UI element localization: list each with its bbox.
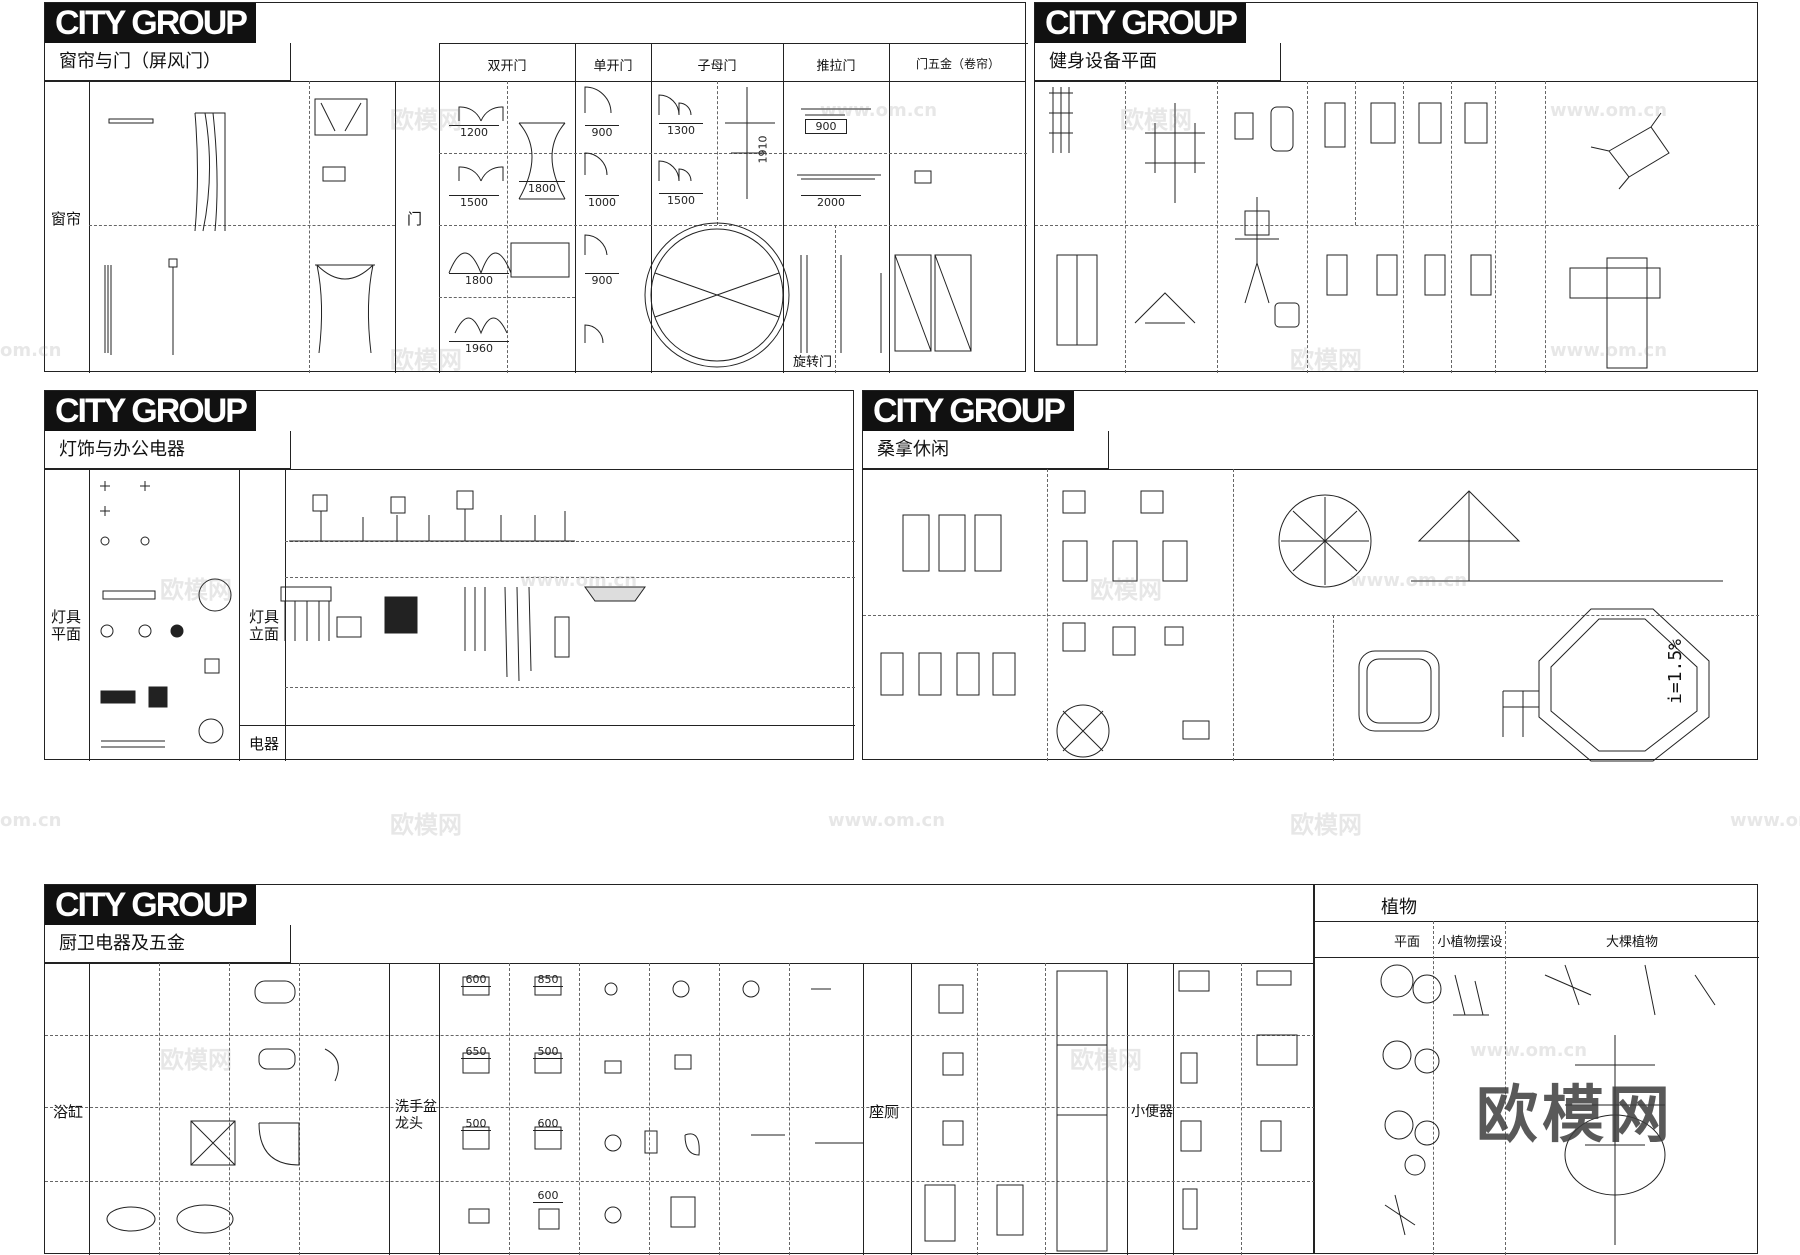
label-basin: 洗手盆 龙头 xyxy=(395,1099,437,1132)
col-double-door: 双开门 xyxy=(487,59,527,74)
dim: 900 xyxy=(585,273,619,287)
dim: 1500 xyxy=(449,195,499,209)
watermark: om.cn xyxy=(0,340,62,361)
lighting-drawings xyxy=(100,481,646,748)
panel-plants: 植物 平面 小植物摆设 大棵植物 xyxy=(1314,884,1759,1255)
sauna-drawings xyxy=(880,490,1723,762)
dim: 650 xyxy=(461,1045,491,1059)
watermark-large: 欧模网 xyxy=(1476,1078,1675,1151)
city-group-logo: CITY GROUP xyxy=(1035,3,1246,43)
dim: 1800 xyxy=(449,273,509,287)
watermark: 欧模网 xyxy=(390,106,462,134)
watermark: 欧模网 xyxy=(390,811,462,839)
city-group-logo: CITY GROUP xyxy=(863,391,1074,431)
col-sliding-door: 推拉门 xyxy=(816,59,856,74)
watermark: 欧模网 xyxy=(390,346,462,374)
col-small-plants: 小植物摆设 xyxy=(1437,935,1503,950)
slope-label: i=1.5% xyxy=(1665,638,1687,705)
label-appliances: 电器 xyxy=(249,735,280,753)
dim: 2000 xyxy=(801,195,861,209)
dim: 1910 xyxy=(756,135,770,164)
watermark: 欧模网 xyxy=(160,576,232,604)
dim: 500 xyxy=(461,1117,491,1131)
watermark: www.om.cn xyxy=(828,810,946,831)
col-hardware: 门五金（卷帘） xyxy=(915,57,1000,71)
watermark: 欧模网 xyxy=(1090,576,1162,604)
watermark: www.om.cn xyxy=(1730,810,1800,831)
watermark: www.om.cn xyxy=(1470,1040,1588,1061)
watermark: 欧模网 xyxy=(1290,346,1362,374)
dim: 1500 xyxy=(659,193,703,207)
dim: 1800 xyxy=(519,181,565,195)
watermark: 欧模网 xyxy=(160,1046,232,1074)
panel-title: 植物 xyxy=(1381,897,1417,918)
label-bathtub: 浴缸 xyxy=(53,1103,84,1121)
panel-curtains-doors: CITY GROUP 窗帘与门（屏风门） 双开门 单开门 子母门 推拉门 门五金… xyxy=(44,2,1028,373)
watermark: www.om.cn xyxy=(520,570,638,591)
watermark: www.om.cn xyxy=(820,100,938,121)
kitchen-drawings xyxy=(106,970,1298,1252)
city-group-logo: CITY GROUP xyxy=(45,3,256,43)
label-lamp-plan: 灯具 平面 xyxy=(51,608,82,643)
city-group-logo: CITY GROUP xyxy=(45,885,256,925)
panel-title: 厨卫电器及五金 xyxy=(45,925,291,963)
panel-title: 健身设备平面 xyxy=(1035,43,1281,81)
col-mother-door: 子母门 xyxy=(697,59,737,74)
panel-kitchen-bath: CITY GROUP 厨卫电器及五金 浴缸 洗手盆 龙头 座厕 小便器 xyxy=(44,884,1315,1255)
watermark: om.cn xyxy=(0,810,62,831)
panel-fitness: CITY GROUP 健身设备平面 xyxy=(1034,2,1759,373)
city-group-logo: CITY GROUP xyxy=(45,391,256,431)
panel-sauna: CITY GROUP 桑拿休闲 i=1.5% xyxy=(862,390,1759,762)
dim: 500 xyxy=(533,1045,563,1059)
watermark: 欧模网 xyxy=(1070,1046,1142,1074)
watermark: www.om.cn xyxy=(1350,570,1468,591)
col-single-door: 单开门 xyxy=(593,59,633,74)
dim: 900 xyxy=(585,125,619,139)
dim: 850 xyxy=(533,973,563,987)
label-revolving: 旋转门 xyxy=(793,355,833,370)
dim: 1300 xyxy=(659,123,703,137)
label-lamp-elevation: 灯具 立面 xyxy=(249,608,280,643)
col-large-plants: 大棵植物 xyxy=(1605,935,1658,950)
panel-title: 灯饰与办公电器 xyxy=(45,431,291,469)
dim: 1200 xyxy=(449,125,499,139)
label-urinal: 小便器 xyxy=(1131,1104,1173,1120)
curtain-drawings xyxy=(104,86,972,368)
watermark: 欧模网 xyxy=(1120,106,1192,134)
panel-title: 窗帘与门（屏风门） xyxy=(45,43,291,81)
dim: 1960 xyxy=(449,341,509,355)
label-toilet: 座厕 xyxy=(869,1103,900,1121)
plant-drawings xyxy=(1380,964,1716,1245)
watermark: www.om.cn xyxy=(1550,100,1668,121)
watermark: 欧模网 xyxy=(1290,811,1362,839)
watermark: www.om.cn xyxy=(1550,340,1668,361)
label-door: 门 xyxy=(407,210,423,228)
label-curtain: 窗帘 xyxy=(51,210,82,228)
dim: 1000 xyxy=(585,195,619,209)
dim: 900 xyxy=(805,119,847,134)
col-plan: 平面 xyxy=(1393,935,1420,950)
panel-title: 桑拿休闲 xyxy=(863,431,1109,469)
panel-lighting: CITY GROUP 灯饰与办公电器 灯具 平面 灯具 立面 电器 xyxy=(44,390,855,761)
dim: 600 xyxy=(533,1189,563,1203)
fitness-drawings xyxy=(1049,87,1670,369)
dim: 600 xyxy=(461,973,491,987)
dim: 600 xyxy=(533,1117,563,1131)
